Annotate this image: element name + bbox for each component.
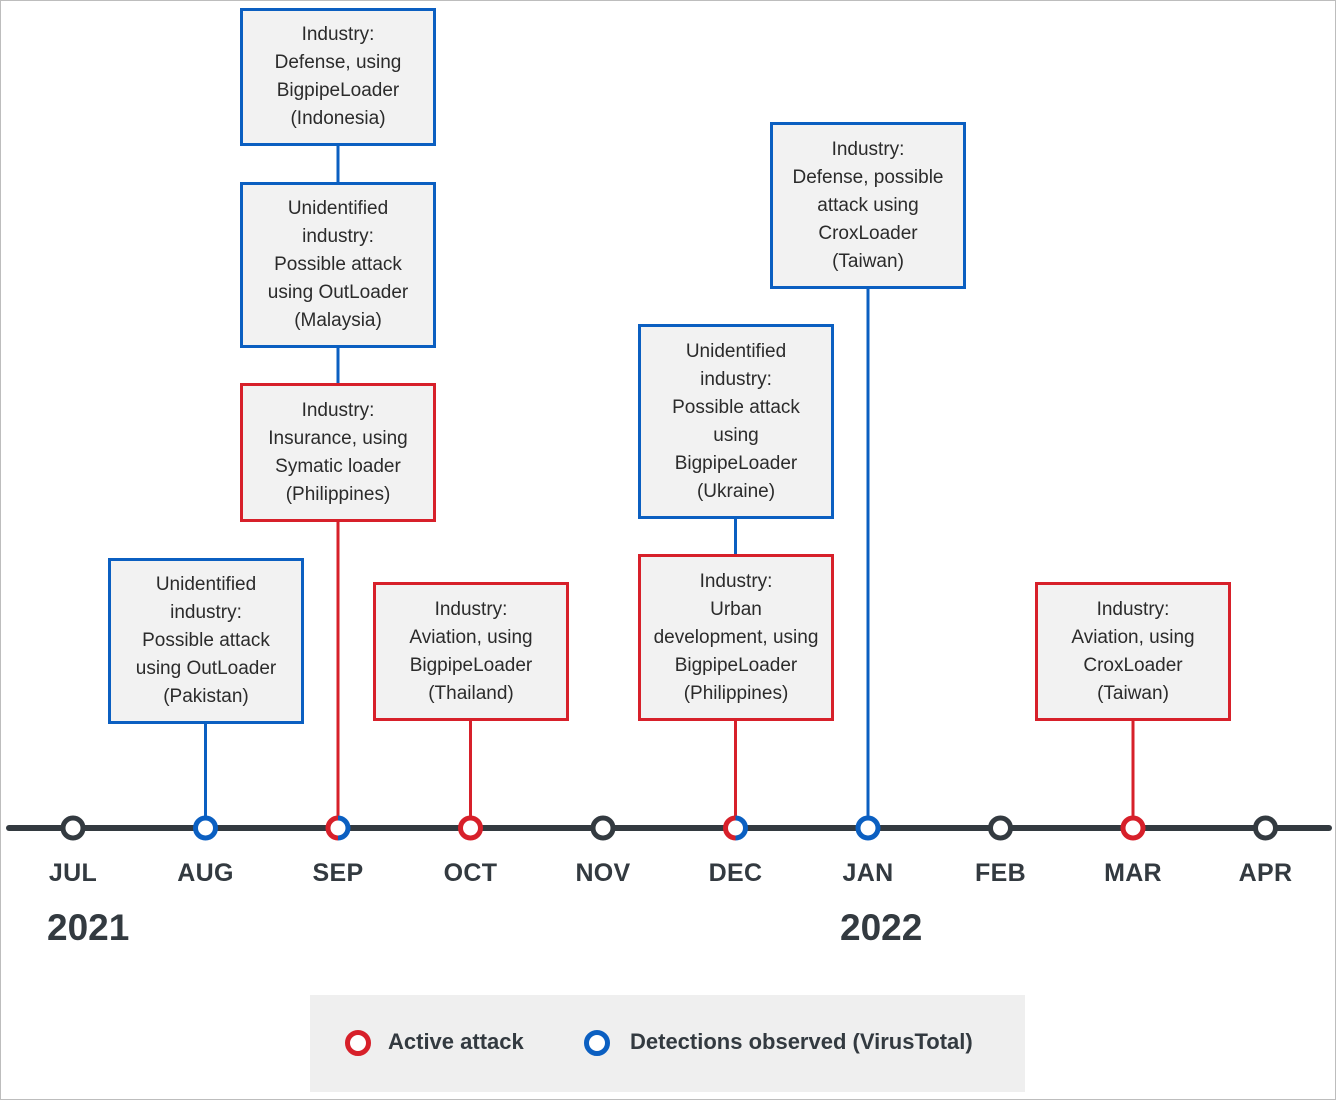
month-label-dec: DEC [708,859,763,887]
event-box-line: using OutLoader [135,658,277,679]
event-box-line: BigpipeLoader [674,452,798,474]
event-box-line: (Indonesia) [290,108,386,129]
marker-mar [1120,815,1146,841]
event-box-line: Unidentified [287,198,389,219]
event-box-line: BigpipeLoader [409,654,533,676]
month-label-oct: OCT [443,859,498,887]
event-box-dec-6: Unidentified industry: Possible attack usin… [638,324,834,519]
event-box-line: (Malaysia) [294,310,382,331]
marker-dec [723,815,748,841]
event-box-line: (Thailand) [428,682,514,704]
event-box-line: development, using [653,626,819,648]
event-box-line: Symatic loader [275,455,401,477]
month-label-feb: FEB [975,859,1026,887]
marker-jul [60,815,86,841]
event-box-line: Possible attack [274,254,402,275]
month-label-aug: AUG [177,859,234,887]
month-label-apr: APR [1238,859,1293,887]
event-box-line: Industry: [434,598,508,620]
event-box-line: (Philippines) [285,483,391,505]
marker-apr [1253,815,1278,841]
event-box-sep-2: Unidentified industry: Possible attack usin… [240,182,436,348]
marker-aug [193,815,218,841]
event-box-line: BigpipeLoader [674,654,798,676]
event-box-line: Aviation, using [409,626,533,648]
event-box-line: Industry: [699,570,773,592]
marker-feb [988,815,1013,841]
event-box-line: industry: [170,602,242,623]
detection-legend-label: Detections observed (VirusTotal) [630,1029,973,1054]
month-label-nov: NOV [575,859,631,887]
event-box-line: using OutLoader [267,282,409,303]
event-box-line: (Taiwan) [1097,682,1169,704]
active-attack-legend-icon [345,1030,371,1056]
event-box-line: Industry: [831,138,905,160]
month-label-jan: JAN [842,859,894,887]
event-box-line: BigpipeLoader [276,80,400,101]
legend: Active attack Detections observed (Virus… [310,995,1025,1092]
event-box-line: Aviation, using [1071,626,1195,648]
marker-jan [855,815,881,841]
marker-nov [590,815,616,841]
event-box-line: Possible attack [142,630,270,651]
event-box-line: industry: [302,226,374,247]
active-attack-legend-label: Active attack [388,1029,524,1054]
event-box-line: Industry: [1096,598,1170,620]
event-box-line: Possible attack [672,396,800,418]
event-box-line: (Pakistan) [163,686,249,707]
event-box-line: Defense, using [274,52,402,73]
month-label-mar: MAR [1104,859,1162,887]
detection-legend-icon [584,1030,610,1056]
year-label-2021: 2021 [47,907,130,948]
event-box-line: Industry: [301,399,375,421]
event-box-line: (Ukraine) [696,480,776,502]
event-box-line: CroxLoader [1083,654,1183,676]
event-box-aug-0: Unidentified industry: Possible attack usin… [108,558,304,724]
event-box-line: Unidentified [155,574,257,595]
event-box-line: Unidentified [685,340,787,362]
year-label-2022: 2022 [840,907,923,948]
event-box-line: (Taiwan) [832,250,904,272]
marker-oct [458,815,483,841]
marker-sep [325,815,351,841]
event-box-line: Insurance, using [268,427,408,449]
event-box-line: CroxLoader [818,222,918,244]
event-box-line: Urban [710,598,762,620]
event-box-line: (Philippines) [683,682,789,704]
event-box-line: Industry: [301,24,375,45]
event-box-line: attack using [817,194,919,216]
event-box-line: industry: [700,368,772,390]
month-label-jul: JUL [48,859,98,887]
event-box-line: using [713,424,759,446]
event-box-line: Defense, possible [792,166,944,188]
month-label-sep: SEP [312,859,364,887]
